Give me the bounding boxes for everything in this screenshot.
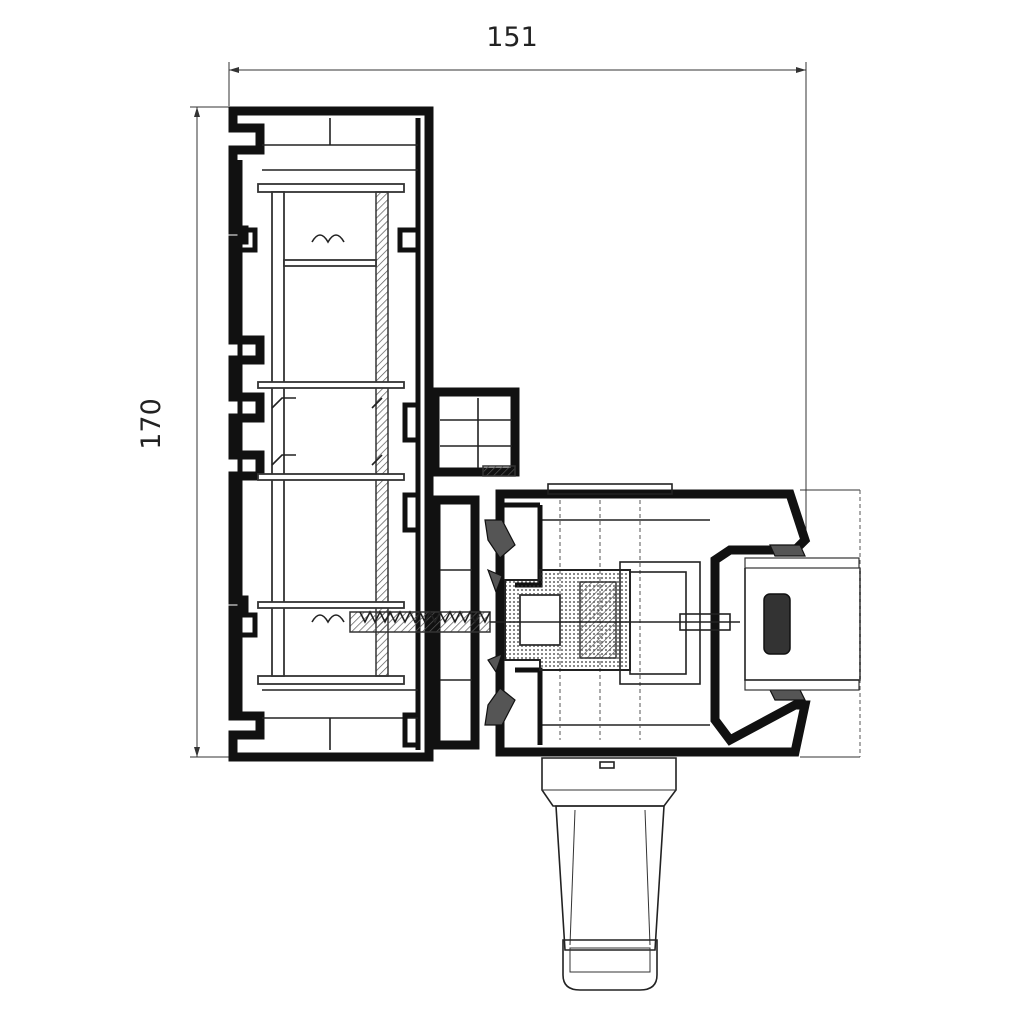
window-handle	[541, 757, 677, 991]
steel-reinforcement	[257, 183, 405, 685]
glazing-unit	[744, 489, 861, 758]
gaskets	[484, 519, 806, 726]
main-frame-profile	[228, 106, 434, 762]
dimension-width: 151	[228, 22, 807, 540]
upper-adapter-block	[430, 387, 520, 477]
dimension-width-label: 151	[486, 22, 538, 53]
sash-reinforcement	[504, 561, 701, 685]
dimension-height-label: 170	[136, 398, 167, 450]
dimension-height: 170	[136, 106, 232, 758]
coupling-strip	[431, 495, 480, 750]
lock-screw	[349, 610, 740, 633]
